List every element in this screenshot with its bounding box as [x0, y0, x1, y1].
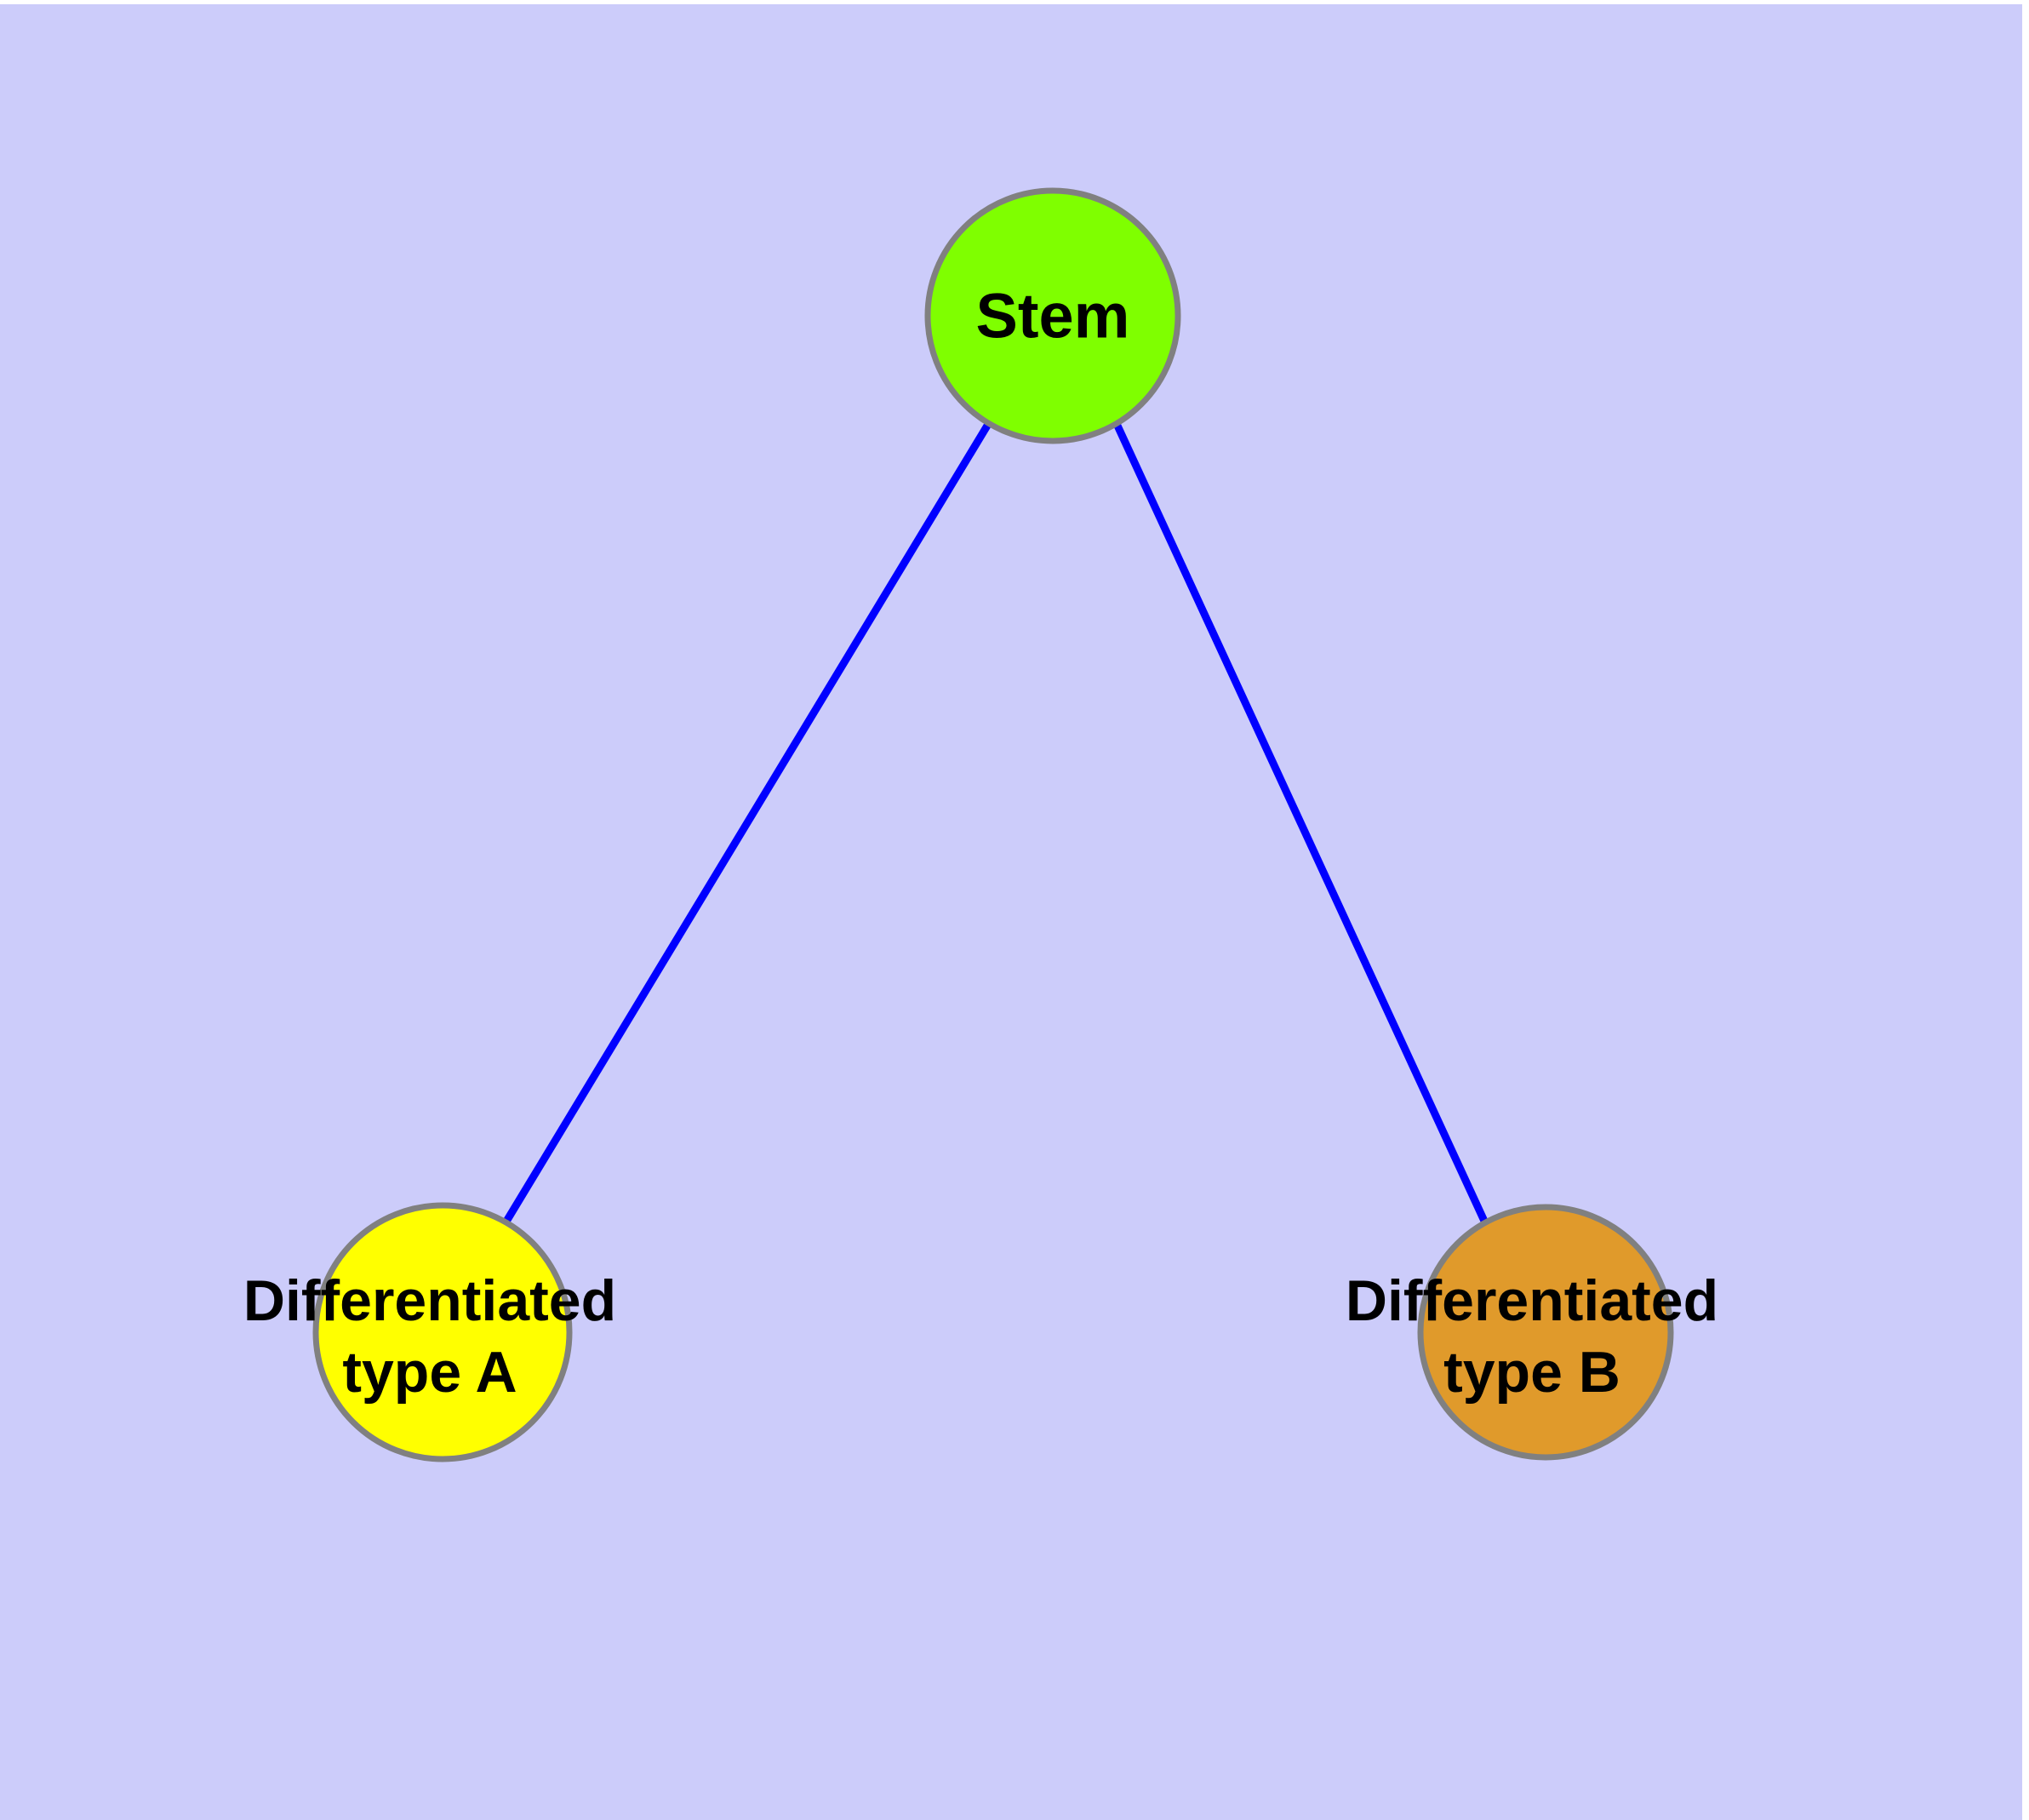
node-stem[interactable]: Stem	[924, 187, 1181, 444]
node-differentiated-type-b-circle[interactable]	[1417, 1204, 1674, 1461]
node-layer: Stem Differentiated type A Differentiate…	[243, 187, 1718, 1462]
node-differentiated-type-a[interactable]: Differentiated type A	[243, 1202, 616, 1462]
node-differentiated-type-a-circle[interactable]	[312, 1202, 573, 1462]
node-differentiated-type-a-label-line1: Differentiated	[243, 1268, 616, 1333]
node-stem-label: Stem	[976, 281, 1130, 352]
node-differentiated-type-b-label-line2: type B	[1443, 1340, 1620, 1405]
edge-stem-to-differentiated-type-b[interactable]	[1113, 424, 1492, 1230]
edge-layer	[499, 423, 1492, 1231]
node-stem-circle[interactable]	[924, 187, 1181, 444]
edge-stem-to-differentiated-type-a[interactable]	[499, 423, 991, 1231]
node-differentiated-type-b[interactable]: Differentiated type B	[1346, 1204, 1718, 1461]
node-differentiated-type-a-label-line2: type A	[342, 1340, 517, 1405]
node-differentiated-type-b-label-line1: Differentiated	[1346, 1268, 1718, 1333]
